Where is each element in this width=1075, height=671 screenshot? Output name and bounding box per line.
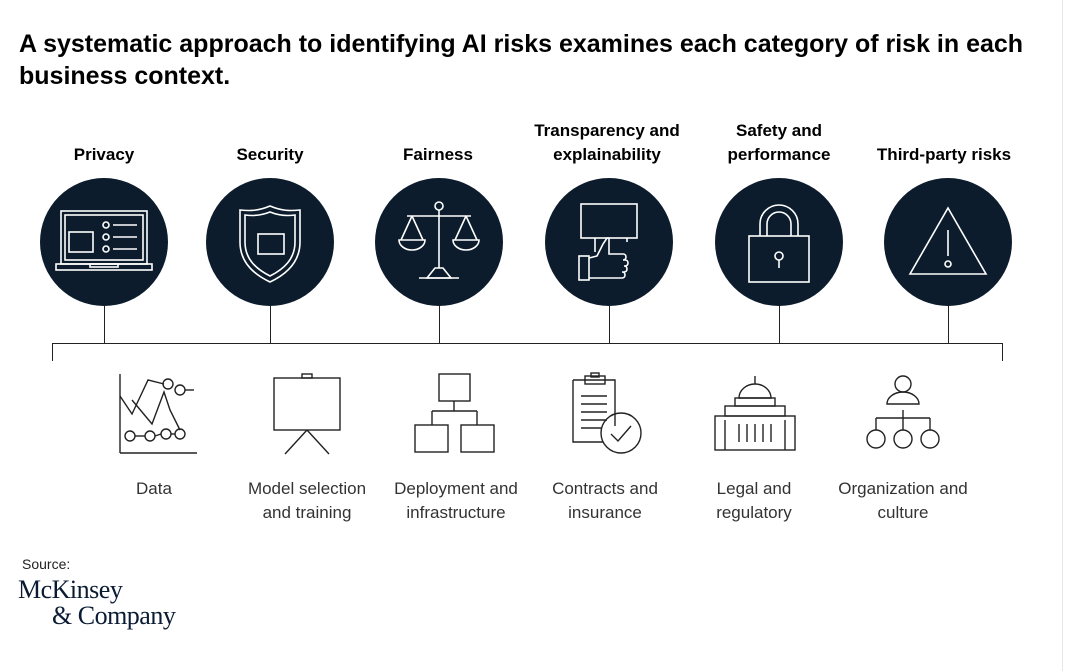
clipboard-check-icon: [572, 372, 642, 454]
connector-safety: [779, 306, 780, 344]
bracket-right-end: [1002, 343, 1003, 361]
risk-label-line1: Privacy: [73, 145, 135, 164]
context-label-line1: Legal and: [716, 479, 792, 498]
context-label-contracts: Contracts and insurance: [520, 477, 690, 525]
risk-label-fairness: Fairness: [348, 143, 528, 167]
risk-label-third-party: Third-party risks: [854, 143, 1034, 167]
risk-circle-fairness: [375, 178, 503, 306]
shield-icon: [239, 205, 301, 283]
padlock-icon: [748, 204, 810, 283]
connector-transparency: [609, 306, 610, 344]
source-label: Source:: [22, 556, 71, 572]
risk-circle-third-party: [884, 178, 1012, 306]
context-label-line1: Model selection: [247, 479, 367, 498]
context-label-data: Data: [69, 477, 239, 501]
page-right-edge-rule: [1062, 0, 1063, 671]
context-label-line2: and training: [262, 503, 352, 522]
context-label-model-selection: Model selection and training: [222, 477, 392, 525]
risk-label-privacy: Privacy: [14, 143, 194, 167]
line-chart-icon: [119, 374, 197, 454]
risk-label-line1: Third-party risks: [876, 145, 1012, 164]
risk-label-line1: Transparency and: [534, 121, 680, 140]
connector-security: [270, 306, 271, 344]
context-label-line2: regulatory: [716, 503, 792, 522]
risk-label-line2: explainability: [553, 145, 661, 164]
hierarchy-boxes-icon: [414, 373, 495, 453]
brand-line1: McKinsey: [18, 575, 123, 604]
risk-label-safety: Safety and performance: [689, 119, 869, 167]
bracket-left-end: [52, 343, 53, 361]
risk-circle-security: [206, 178, 334, 306]
context-label-line1: Organization and: [838, 479, 968, 498]
context-label-line1: Deployment and: [394, 479, 518, 498]
laptop-checklist-icon: [55, 210, 153, 271]
thumbs-up-sign-icon: [578, 203, 638, 281]
risk-circle-safety: [715, 178, 843, 306]
context-label-line2: culture: [877, 503, 929, 522]
context-label-line2: infrastructure: [406, 503, 506, 522]
risk-circle-transparency: [545, 178, 673, 306]
scales-icon: [398, 201, 480, 279]
context-label-legal: Legal and regulatory: [669, 477, 839, 525]
risk-label-transparency: Transparency and explainability: [517, 119, 697, 167]
connector-third-party: [948, 306, 949, 344]
org-chart-icon: [866, 375, 940, 449]
context-label-organization: Organization and culture: [818, 477, 988, 525]
risk-circle-privacy: [40, 178, 168, 306]
risk-label-security: Security: [180, 143, 360, 167]
context-label-deployment: Deployment and infrastructure: [371, 477, 541, 525]
bracket-horizontal-line: [52, 343, 1003, 344]
government-building-icon: [714, 376, 796, 451]
context-label-line1: Contracts and: [552, 479, 658, 498]
warning-triangle-icon: [908, 206, 988, 275]
page-title: A systematic approach to identifying AI …: [19, 30, 1024, 90]
presentation-board-icon: [273, 373, 341, 455]
brand-line2: & Company: [52, 601, 176, 630]
context-label-line2: insurance: [568, 503, 642, 522]
risk-label-line1: Safety and: [736, 121, 822, 140]
risk-label-line1: Fairness: [403, 145, 473, 164]
mckinsey-logo: McKinsey & Company: [18, 575, 176, 630]
risk-label-line1: Security: [236, 145, 304, 164]
connector-fairness: [439, 306, 440, 344]
risk-label-line2: performance: [727, 145, 831, 164]
context-label-line1: Data: [136, 479, 172, 498]
connector-privacy: [104, 306, 105, 344]
